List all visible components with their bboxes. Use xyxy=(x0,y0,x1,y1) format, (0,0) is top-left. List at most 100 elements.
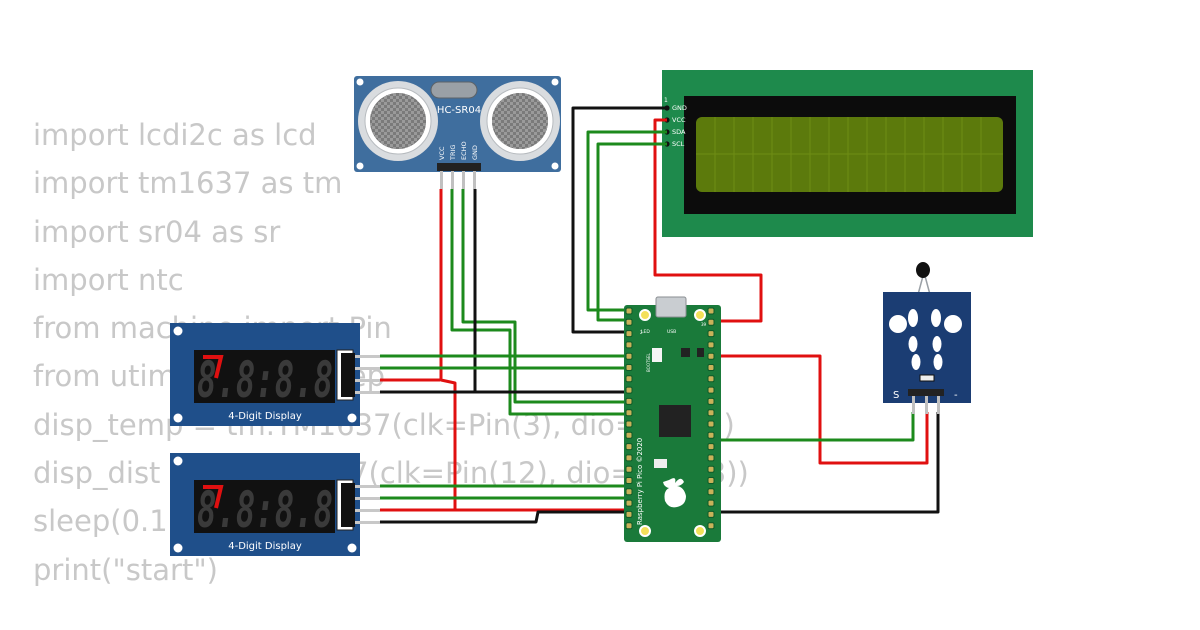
wire-lcd-scl[interactable] xyxy=(596,142,667,322)
pico-gpio-pin[interactable] xyxy=(707,477,715,484)
wire-ntc-signal[interactable] xyxy=(712,412,915,442)
ntc-pin-signal[interactable] xyxy=(912,396,915,414)
pico-gpio-pin[interactable] xyxy=(707,330,715,338)
thermistor-bead xyxy=(916,262,930,278)
pico-gpio-pin[interactable] xyxy=(707,352,715,360)
pico-gpio-pin[interactable] xyxy=(625,499,633,507)
display-pin-vcc[interactable] xyxy=(355,509,380,512)
pico-gpio-pin[interactable] xyxy=(707,488,715,496)
pico-gpio-pin[interactable] xyxy=(625,488,633,496)
pico-gpio-pin[interactable] xyxy=(707,499,715,507)
pico-gpio-pin[interactable] xyxy=(625,364,633,371)
pico-gpio-pin[interactable] xyxy=(707,420,715,428)
display-label: 4-Digit Display xyxy=(228,411,302,422)
hcsr04-title: HC-SR04 xyxy=(437,105,481,116)
mount-hole xyxy=(347,413,357,423)
flash-component xyxy=(654,459,667,468)
chip-small xyxy=(697,348,704,357)
ntc-label-minus: - xyxy=(954,390,958,401)
pico-gpio-pin[interactable] xyxy=(625,397,633,405)
pico-gpio-pin[interactable] xyxy=(707,443,715,451)
wire-sensor-vcc[interactable] xyxy=(439,189,638,512)
ntc-pin-vcc[interactable] xyxy=(925,396,928,414)
wire-lcd-sda[interactable] xyxy=(586,130,667,312)
pico-gpio-pin[interactable] xyxy=(625,477,633,484)
pico-gpio-pin[interactable] xyxy=(707,307,715,315)
tm1637-display-top[interactable]: 8.8:8.8 4-Digit Display xyxy=(170,323,380,426)
pico-gpio-pin[interactable] xyxy=(625,307,633,315)
pico-gpio-pin[interactable] xyxy=(625,522,633,530)
pico-gpio-pin[interactable] xyxy=(625,341,633,349)
pico-gpio-pin[interactable] xyxy=(625,330,633,338)
solder-pad xyxy=(911,354,921,370)
wire-disp-bottom-gnd[interactable] xyxy=(380,510,640,524)
transducer-left xyxy=(358,81,438,161)
display-pin-gnd[interactable] xyxy=(355,521,380,524)
pico-gpio-pin[interactable] xyxy=(707,341,715,349)
pico-gpio-pin[interactable] xyxy=(707,510,715,518)
wire-sensor-echo[interactable] xyxy=(461,189,638,404)
transducer-right xyxy=(480,81,560,161)
display-pin-dio[interactable] xyxy=(355,497,380,500)
pico-gpio-pin[interactable] xyxy=(707,409,715,417)
wire-sensor-trig[interactable] xyxy=(450,189,638,416)
pico-gpio-pin[interactable] xyxy=(707,465,715,473)
pico-gpio-pin[interactable] xyxy=(625,409,633,417)
pin-vcc[interactable] xyxy=(440,171,443,189)
pin-echo[interactable] xyxy=(462,171,465,189)
mount-hole xyxy=(639,309,651,321)
pico-gpio-pin[interactable] xyxy=(625,443,633,451)
wire-sensor-gnd[interactable] xyxy=(473,189,638,394)
tm1637-display-bottom[interactable]: 8.8:8.8 4-Digit Display xyxy=(170,453,380,556)
ntc-pin-gnd[interactable] xyxy=(937,396,940,414)
mount-hole xyxy=(694,309,706,321)
pico-gpio-pin[interactable] xyxy=(707,454,715,462)
hcsr04-sensor[interactable]: HC-SR04 VCC TRIG ECHO GND xyxy=(354,76,561,189)
pico-gpio-pin[interactable] xyxy=(707,364,715,371)
lcd-character-grid xyxy=(696,117,1003,192)
display-pin-clk[interactable] xyxy=(355,355,380,358)
wire-lcd-vcc[interactable] xyxy=(653,118,763,323)
lcd-label-gnd: GND xyxy=(672,104,687,112)
pico-gpio-pin[interactable] xyxy=(707,522,715,530)
pico-gpio-pin[interactable] xyxy=(625,465,633,473)
lcd-label-scl: SCL xyxy=(672,140,685,148)
ntc-sensor[interactable]: S - xyxy=(883,262,971,414)
lcd-pin-one-marker: 1 xyxy=(664,97,668,104)
pin-label-vcc: VCC xyxy=(438,146,446,160)
pin-gnd[interactable] xyxy=(473,171,476,189)
code-line: import ntc xyxy=(33,262,184,297)
led-label: LED xyxy=(641,329,650,335)
pin-label-trig: TRIG xyxy=(449,145,457,161)
bootsel-button[interactable] xyxy=(652,348,662,362)
pico-gpio-pin[interactable] xyxy=(625,510,633,518)
pico-gpio-pin[interactable] xyxy=(707,431,715,439)
wire-ntc-gnd[interactable] xyxy=(712,412,940,514)
wire-ntc-vcc[interactable] xyxy=(712,354,929,465)
pico-gpio-pin[interactable] xyxy=(625,454,633,462)
display-pin-clk[interactable] xyxy=(355,485,380,488)
pico-gpio-pin[interactable] xyxy=(625,352,633,360)
pin-header xyxy=(437,163,481,171)
pico-gpio-pin[interactable] xyxy=(625,375,633,383)
pico-pin-rows xyxy=(625,307,715,530)
lcd-module[interactable]: 1 GND VCC SDA SCL xyxy=(662,70,1033,237)
pico-gpio-pin[interactable] xyxy=(625,386,633,394)
display-header-inner xyxy=(341,353,355,397)
display-pin-dio[interactable] xyxy=(355,367,380,370)
mount-hole xyxy=(347,543,357,553)
mount-hole xyxy=(551,162,559,170)
display-pin-gnd[interactable] xyxy=(355,391,380,394)
pico-gpio-pin[interactable] xyxy=(625,420,633,428)
pico-gpio-pin[interactable] xyxy=(707,375,715,383)
pico-gpio-pin[interactable] xyxy=(625,431,633,439)
display-pin-vcc[interactable] xyxy=(355,379,380,382)
pin-trig[interactable] xyxy=(451,171,454,189)
pico-gpio-pin[interactable] xyxy=(707,397,715,405)
usb-connector xyxy=(655,296,687,318)
wire-lcd-gnd[interactable] xyxy=(571,106,667,334)
pico-gpio-pin[interactable] xyxy=(707,318,715,326)
pico-gpio-pin[interactable] xyxy=(707,386,715,394)
pico-gpio-pin[interactable] xyxy=(625,318,633,326)
raspberry-pi-pico[interactable]: 2 39 LED USB BOOTSEL Raspberry Pi Pico ©… xyxy=(624,296,721,542)
